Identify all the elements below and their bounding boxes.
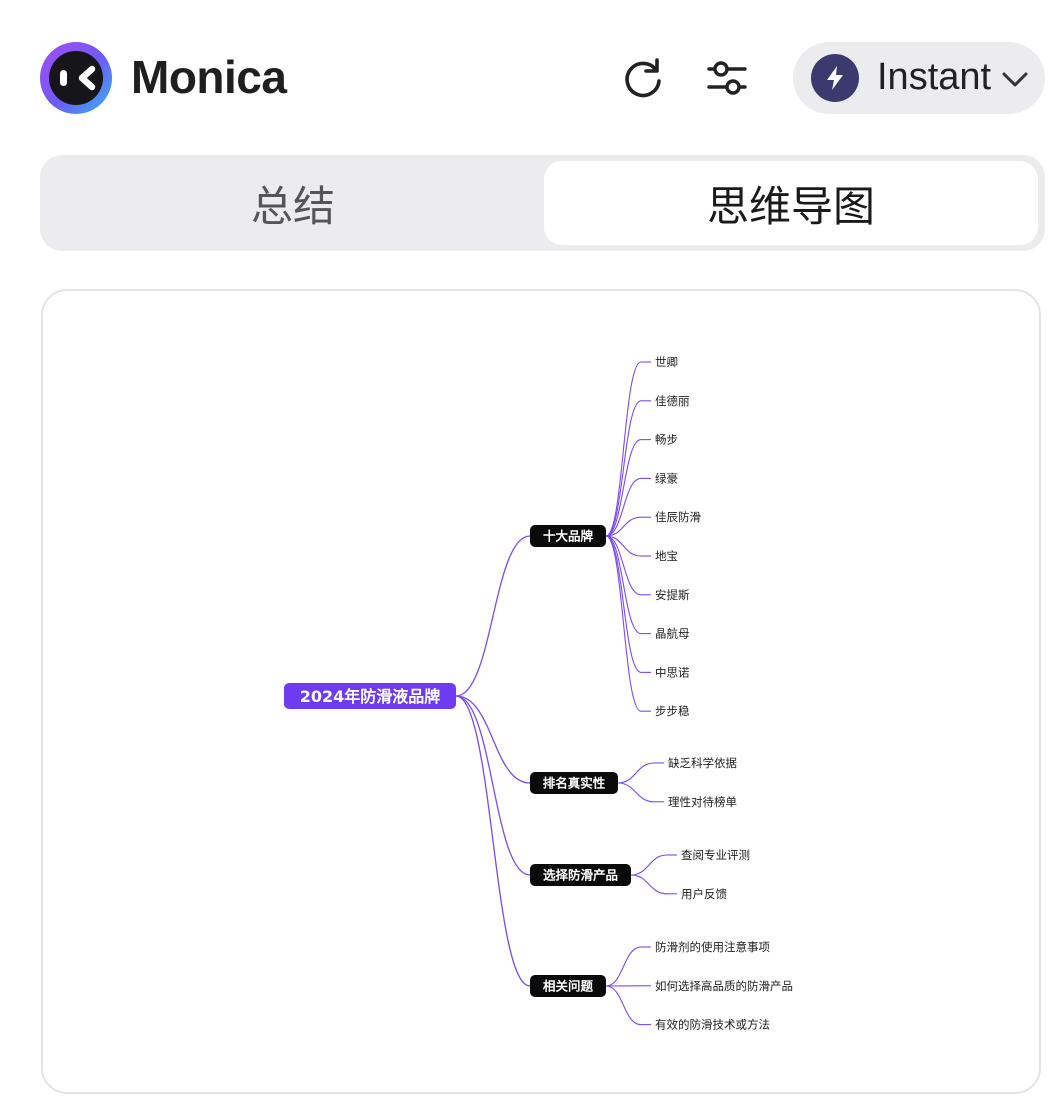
- mindmap-leaf-node[interactable]: 步步稳: [655, 704, 690, 718]
- mindmap-leaf-node[interactable]: 查阅专业评测: [681, 848, 750, 862]
- mindmap-branch-node[interactable]: 选择防滑产品: [530, 864, 631, 886]
- mindmap-leaf-node[interactable]: 晶航母: [655, 627, 690, 641]
- mode-selector[interactable]: Instant: [793, 42, 1045, 114]
- mindmap-leaf-node[interactable]: 中思诺: [655, 665, 690, 679]
- mindmap-connector: [455, 535, 531, 697]
- view-tabs: 总结 思维导图: [40, 155, 1045, 251]
- mindmap-connector: [605, 516, 642, 537]
- mindmap-leaf-node[interactable]: 佳辰防滑: [655, 510, 701, 524]
- mindmap-leaf-node[interactable]: 理性对待榜单: [668, 795, 737, 809]
- mindmap-connector: [605, 439, 642, 537]
- mindmap-connectors: [455, 361, 677, 1026]
- mindmap-branch-label: 排名真实性: [543, 776, 606, 791]
- mindmap-branch-label: 十大品牌: [543, 529, 594, 544]
- mindmap-branch-node[interactable]: 相关问题: [530, 975, 606, 997]
- mode-label: Instant: [877, 56, 992, 98]
- tab-mindmap[interactable]: 思维导图: [544, 161, 1038, 245]
- mindmap-leaf-node[interactable]: 安提斯: [655, 588, 690, 602]
- mindmap-leaf-node[interactable]: 畅步: [655, 433, 678, 447]
- mindmap-leaf-node[interactable]: 有效的防滑技术或方法: [655, 1018, 770, 1032]
- mindmap-connector: [455, 695, 531, 784]
- mindmap-connector: [630, 874, 668, 895]
- refresh-icon: [625, 58, 661, 98]
- mindmap-connector: [605, 361, 642, 537]
- app-header: Monica Instant: [0, 0, 1050, 150]
- mindmap-leaf-node[interactable]: 世卿: [655, 355, 678, 369]
- mindmap-panel[interactable]: 十大品牌 世卿佳德丽畅步绿豪佳辰防滑地宝安提斯晶航母中思诺步步稳排名真实性 缺乏科学…: [41, 289, 1041, 1094]
- mindmap-connector: [617, 762, 655, 784]
- mindmap-leaf-node[interactable]: 地宝: [655, 549, 678, 563]
- mindmap-leaf-node[interactable]: 用户反馈: [681, 887, 727, 901]
- mindmap-connector: [605, 400, 642, 537]
- mindmap-branch-label: 相关问题: [543, 979, 594, 994]
- mindmap-connector: [605, 946, 642, 987]
- lightning-bolt-icon: [811, 54, 859, 102]
- mindmap-connector: [605, 985, 642, 1026]
- app-title: Monica: [131, 51, 287, 103]
- mindmap-leaf-node[interactable]: 佳德丽: [655, 394, 690, 408]
- mindmap-connector: [605, 477, 642, 537]
- mindmap-leaf-node[interactable]: 防滑剂的使用注意事项: [655, 940, 770, 954]
- chevron-down-icon: [1002, 72, 1028, 87]
- mindmap-branch-node[interactable]: 十大品牌: [530, 525, 606, 547]
- mindmap-root-label: 2024年防滑液品牌: [300, 687, 441, 706]
- mindmap-root-node[interactable]: 2024年防滑液品牌: [284, 683, 456, 709]
- mindmap-branch-label: 选择防滑产品: [543, 868, 618, 883]
- mindmap-connector: [605, 535, 642, 673]
- mindmap-connector: [617, 782, 655, 803]
- mindmap-branch-node[interactable]: 排名真实性: [530, 772, 618, 794]
- monica-logo-icon: [40, 42, 112, 114]
- tab-summary[interactable]: 总结: [250, 181, 335, 231]
- mindmap-connector: [455, 695, 531, 987]
- mindmap-connector: [605, 535, 642, 596]
- settings-button[interactable]: [704, 55, 750, 101]
- refresh-button[interactable]: [620, 55, 666, 101]
- mindmap-leaf-node[interactable]: 绿豪: [655, 471, 678, 485]
- mindmap-connector: [630, 854, 668, 876]
- mindmap-leaf-node[interactable]: 如何选择高品质的防滑产品: [655, 979, 793, 993]
- mindmap-connector: [455, 695, 531, 876]
- mindmap-connector: [605, 535, 642, 712]
- mindmap-leaf-node[interactable]: 缺乏科学依据: [668, 756, 737, 770]
- sliders-icon: [707, 61, 747, 95]
